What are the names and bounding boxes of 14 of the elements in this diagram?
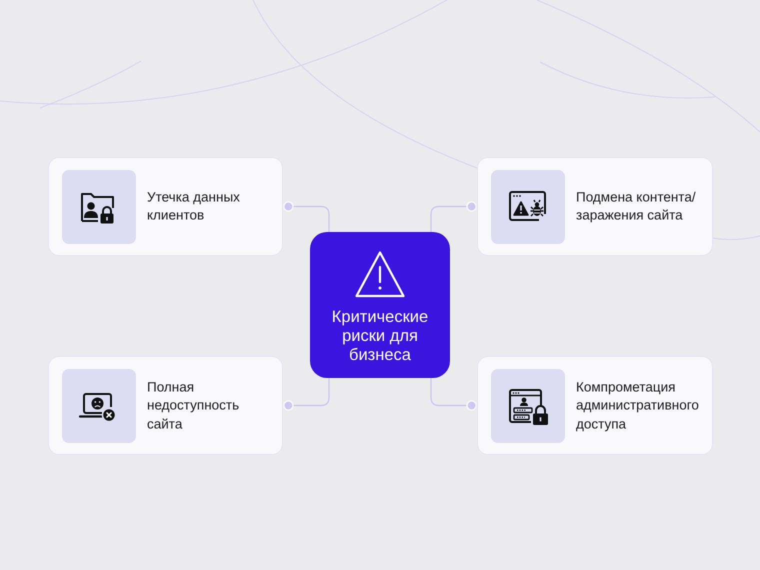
connector-line — [283, 201, 330, 232]
connector-line — [430, 378, 477, 411]
central-topic-label: Критические риски для бизнеса — [330, 308, 430, 365]
risk-card — [477, 356, 713, 455]
connector-line — [430, 201, 477, 232]
risk-card — [48, 356, 283, 455]
central-topic-box — [310, 232, 450, 378]
risk-card — [48, 157, 283, 256]
risk-label: Полная недоступность сайта — [147, 378, 240, 433]
risk-label: Утечка данных клиентов — [147, 188, 241, 224]
risk-label: Подмена контента/ заражения сайта — [576, 188, 697, 224]
connector-line — [283, 378, 330, 411]
risk-card — [477, 157, 713, 256]
risk-label: Компрометация административного доступа — [576, 378, 700, 434]
